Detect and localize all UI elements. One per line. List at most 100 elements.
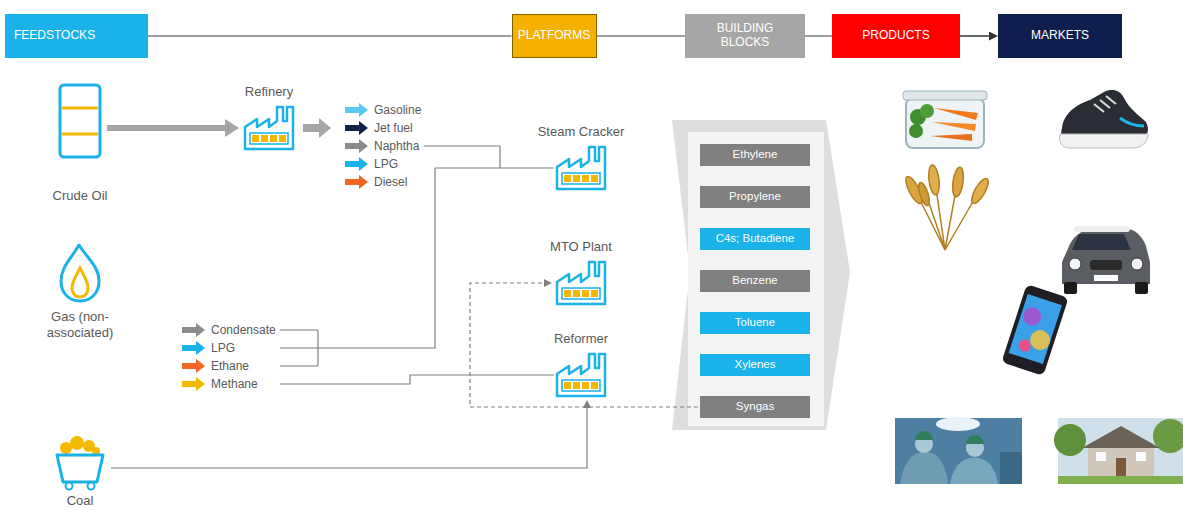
building-block-panel [688,132,824,426]
house-window [1136,452,1146,461]
platform-icon: Steam Cracker [555,145,607,191]
house-door [1116,458,1126,476]
stream-arrow [345,121,368,135]
icon-label: MTO Plant [550,239,612,255]
stream-line [424,146,500,168]
stream-lines [280,146,554,384]
stage-header: PLATFORMS [512,14,597,58]
stream-arrow [182,323,205,337]
stream-label: Ethane [211,358,249,374]
stream-label: LPG [211,340,235,356]
box-label: C4s; Butadiene [716,232,795,245]
flame-icon [61,245,99,301]
barrel-icon [60,85,100,157]
barrel-body [60,85,100,157]
surgeon-gown [950,458,998,484]
car-roof [1074,226,1130,232]
icon-label: Refinery [245,84,293,100]
building-block-box: Xylenes [700,354,810,376]
stream-arrow [345,103,368,117]
car-wheel [1135,282,1148,294]
stream-line [280,329,318,330]
screen-swirl [1017,338,1032,353]
stream-arrow [345,157,368,171]
surgery-picture [895,417,1022,484]
car-body [1062,228,1150,284]
container-lid [903,91,987,100]
outflow-arrow [303,118,331,138]
barrel-band [62,107,98,110]
stream-arrow [345,175,368,189]
connector [960,35,989,37]
stream-line [280,365,318,366]
phone-screen [1009,294,1062,364]
building-block-box: Benzene [700,270,810,292]
cart-wheel [88,483,95,490]
icon-label: Coal [67,493,94,509]
food-container-picture [903,91,987,148]
wheat-ear [951,166,965,197]
surgeon-gown [900,452,948,484]
icon-label: Crude Oil [53,188,108,204]
stream-label: Gasoline [374,102,421,118]
box-label: Toluene [735,316,775,329]
flow-chevron [672,120,850,430]
broccoli [909,124,923,138]
cart-body [57,455,103,482]
house-wall [1088,446,1154,476]
connector [597,35,686,37]
shoe-laces [1094,96,1116,112]
car-headlight [1069,258,1081,270]
surgeon-cap [966,435,984,444]
box-label: Propylene [729,190,781,203]
flame-outer [61,245,99,301]
stage-header: MARKETS [998,14,1122,58]
stream-label: Methane [211,376,258,392]
box-label: PLATFORMS [518,29,590,43]
building-block-box: Ethylene [700,144,810,166]
lawn [1058,476,1183,484]
shoe-upper [1061,90,1148,140]
sneaker-picture [1059,90,1148,148]
equipment [1000,452,1022,484]
box-label: Ethylene [733,148,778,161]
wheat-ear [927,165,941,196]
building-block-box: Syngas [700,396,810,418]
car-wheel [1064,282,1077,294]
stream-label: LPG [374,156,398,172]
box-label: BUILDING BLOCKS [703,22,787,50]
carrot [932,122,976,131]
platform-icon: Reformer [555,352,607,398]
stream-label: Jet fuel [374,120,413,136]
wheat-picture [903,165,992,250]
car-picture [1062,226,1150,294]
screen-swirl [1028,327,1053,352]
broccoli [920,104,934,118]
box-label: FEEDSTOCKS [14,29,95,43]
flame-inner [72,268,88,297]
house-picture [1054,418,1183,484]
carrot [930,134,972,141]
stream-arrow [182,341,205,355]
steam-cracker-icon [557,147,605,189]
box-label: MARKETS [1031,29,1089,43]
surgeon-cap [915,431,933,440]
coal-lump [70,436,84,450]
tree [1054,424,1086,456]
feedstock-icon: Crude Oil [57,83,103,159]
box-label: PRODUCTS [862,29,929,43]
stream-label: Naphtha [374,138,419,154]
house-window [1096,452,1106,461]
stage-header: BUILDING BLOCKS [685,14,805,58]
connector [148,35,512,37]
stream-line [280,347,318,348]
car-plate [1094,275,1118,281]
phone-body [1001,284,1068,376]
building-block-box: Toluene [700,312,810,334]
stream-arrow [182,377,205,391]
connector [107,125,225,131]
car-window [1072,234,1131,250]
wheat-ear [916,181,931,206]
connector [111,408,587,468]
connector [470,283,698,407]
